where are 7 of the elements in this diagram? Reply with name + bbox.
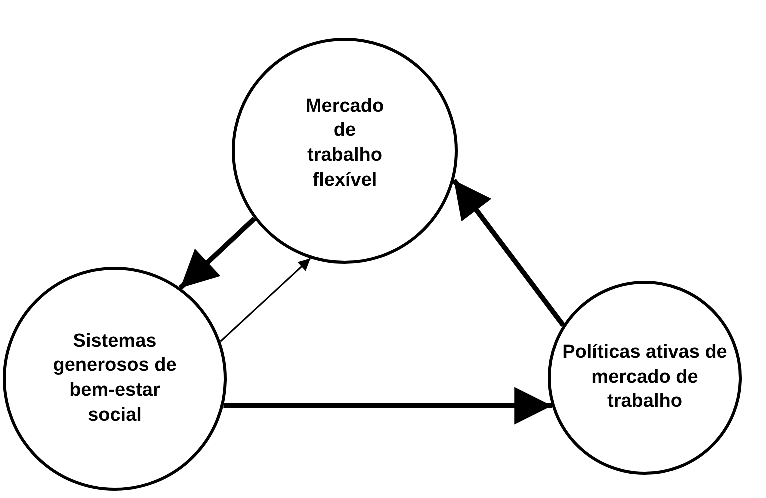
node-label: Sistemas generosos de bem-estar social	[52, 330, 178, 428]
arrow	[178, 216, 256, 290]
arrow	[224, 387, 552, 425]
node-label: Mercado de trabalho flexível	[304, 94, 386, 193]
node-label: Políticas ativas de mercado de trabalho	[562, 340, 728, 414]
arrow	[452, 178, 566, 327]
arrow	[220, 258, 312, 342]
